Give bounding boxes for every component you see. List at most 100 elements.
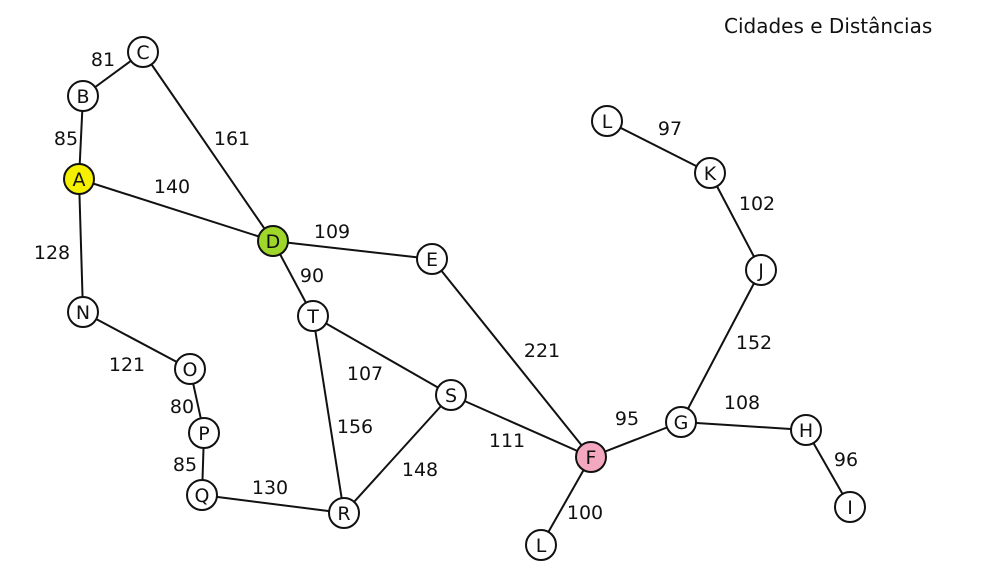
node-t: T	[297, 300, 329, 332]
edge-weight-a-d: 140	[154, 176, 190, 198]
edge-weight-n-o: 121	[109, 354, 145, 376]
node-c: C	[127, 36, 159, 68]
node-label-d: D	[266, 231, 281, 253]
node-label-s: S	[445, 385, 457, 407]
node-o: O	[174, 353, 206, 385]
node-label-p: P	[198, 423, 209, 445]
edge-weight-k-l1: 97	[658, 118, 682, 140]
edge-f-l2	[540, 456, 592, 546]
edge-c-d	[142, 51, 274, 242]
node-label-l1: L	[602, 111, 613, 133]
node-k: K	[694, 157, 726, 189]
edge-k-l1	[606, 120, 711, 174]
node-circle-p	[188, 417, 220, 449]
edge-weight-r-s: 148	[402, 459, 438, 481]
node-label-a: A	[73, 169, 86, 191]
node-label-i: I	[847, 497, 853, 519]
node-e: E	[416, 243, 448, 275]
node-f: F	[575, 441, 607, 473]
node-label-h: H	[799, 420, 813, 442]
node-r: R	[328, 497, 360, 529]
node-label-q: Q	[195, 485, 210, 507]
edge-weight-o-p: 80	[170, 396, 194, 418]
node-l2: L	[525, 529, 557, 561]
node-circle-d	[257, 225, 289, 257]
node-b: B	[67, 80, 99, 112]
edge-weight-q-r: 130	[252, 477, 288, 499]
edge-f-g	[590, 421, 682, 458]
node-label-b: B	[76, 86, 89, 108]
node-circle-r	[328, 497, 360, 529]
edge-t-r	[312, 315, 345, 514]
edge-d-e	[272, 240, 433, 260]
node-circle-k	[694, 157, 726, 189]
node-g: G	[665, 406, 697, 438]
node-circle-l2	[525, 529, 557, 561]
edge-weight-f-g: 95	[615, 408, 639, 430]
edge-n-o	[82, 311, 191, 370]
node-circle-f	[575, 441, 607, 473]
edge-weight-d-t: 90	[300, 265, 324, 287]
node-a: A	[63, 163, 95, 195]
edge-a-n	[78, 178, 84, 313]
node-circle-t	[297, 300, 329, 332]
edge-weight-f-l2: 100	[567, 502, 603, 524]
node-circle-a	[63, 163, 95, 195]
node-q: Q	[186, 479, 218, 511]
node-label-g: G	[674, 412, 689, 434]
node-label-k: K	[704, 163, 717, 185]
edge-weight-a-n: 128	[34, 242, 70, 264]
edge-weight-g-h: 108	[724, 392, 760, 414]
node-label-f: F	[586, 447, 597, 469]
edge-r-s	[343, 394, 452, 514]
diagram-title: Cidades e Distâncias	[724, 14, 933, 38]
edge-labels-layer: 8581161140128109901218085130156107148111…	[34, 49, 858, 524]
nodes-layer: A B C D E F G H I J K L L N O P Q R S T	[63, 36, 866, 561]
edge-weight-s-f: 111	[489, 430, 525, 452]
edge-weight-c-d: 161	[214, 128, 250, 150]
node-circle-i	[834, 491, 866, 523]
edge-weight-g-j: 152	[736, 332, 772, 354]
node-circle-l1	[591, 105, 623, 137]
node-circle-j	[745, 254, 777, 286]
node-label-l2: L	[536, 535, 547, 557]
node-label-t: T	[306, 306, 319, 328]
node-circle-e	[416, 243, 448, 275]
node-circle-n	[67, 296, 99, 328]
node-i: I	[834, 491, 866, 523]
edge-weight-a-b: 85	[54, 128, 78, 150]
edge-weight-t-s: 107	[347, 363, 383, 385]
node-label-n: N	[76, 302, 90, 324]
node-label-r: R	[337, 503, 350, 525]
edge-weight-j-k: 102	[739, 193, 775, 215]
node-circle-h	[790, 414, 822, 446]
node-circle-b	[67, 80, 99, 112]
edge-g-j	[680, 269, 762, 423]
node-label-e: E	[426, 249, 438, 271]
edge-weight-b-c: 81	[91, 49, 115, 71]
node-label-c: C	[136, 42, 149, 64]
node-j: J	[745, 254, 777, 286]
node-h: H	[790, 414, 822, 446]
node-l1: L	[591, 105, 623, 137]
node-label-o: O	[183, 359, 198, 381]
edge-weight-p-q: 85	[173, 454, 197, 476]
node-circle-g	[665, 406, 697, 438]
edge-s-f	[450, 394, 592, 458]
node-s: S	[435, 379, 467, 411]
node-n: N	[67, 296, 99, 328]
node-circle-s	[435, 379, 467, 411]
edge-g-h	[680, 421, 807, 431]
edge-weight-d-e: 109	[314, 221, 350, 243]
node-d: D	[257, 225, 289, 257]
edge-a-d	[78, 178, 274, 242]
node-circle-o	[174, 353, 206, 385]
edge-q-r	[201, 494, 345, 514]
edge-j-k	[709, 172, 762, 271]
node-label-j: J	[757, 260, 764, 282]
edge-weight-h-i: 96	[834, 449, 858, 471]
edge-t-s	[312, 315, 452, 396]
node-circle-c	[127, 36, 159, 68]
edge-e-f	[431, 258, 592, 458]
